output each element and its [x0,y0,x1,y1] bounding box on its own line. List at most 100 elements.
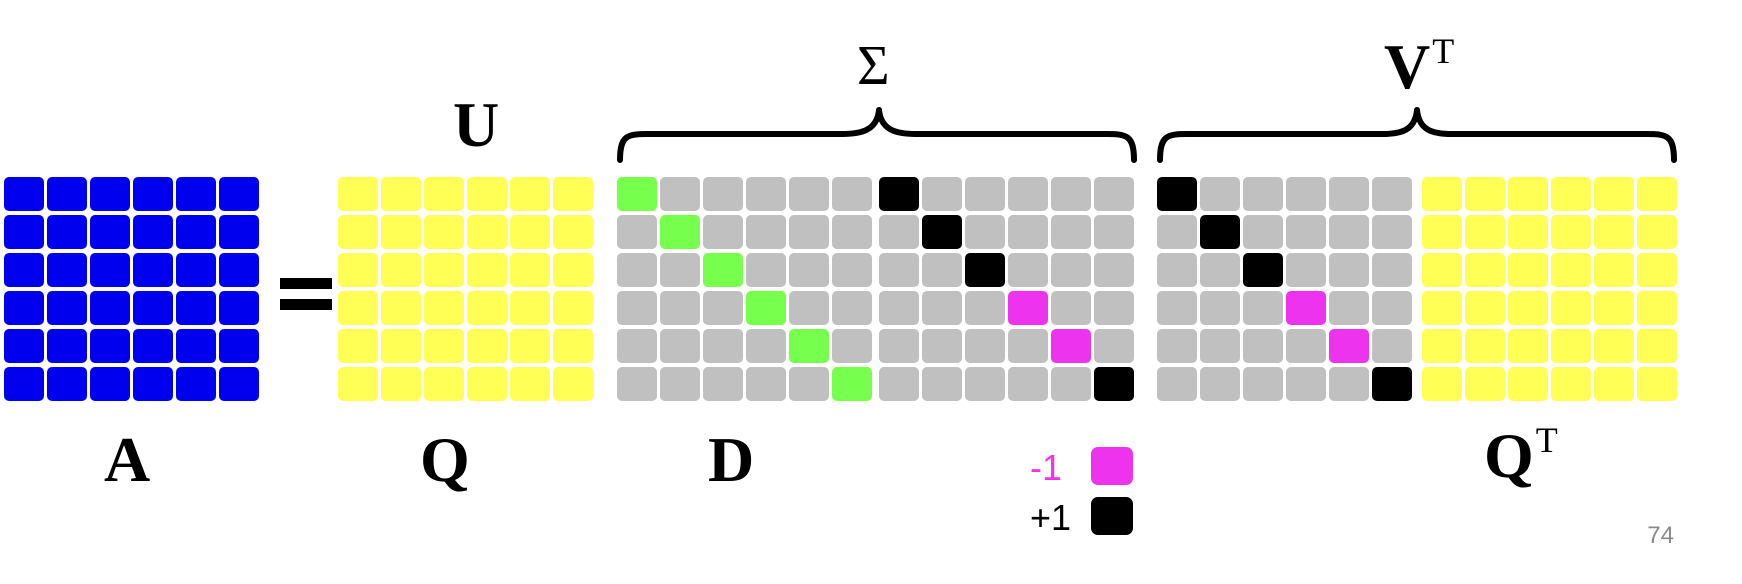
label-sigma: Σ [857,35,890,97]
matrix-A-cell [176,177,216,211]
matrix-D-cell [746,367,786,401]
matrix-sign-2-cell [1372,253,1412,287]
matrix-Q-cell [510,253,550,287]
matrix-sign-2-cell [1157,215,1197,249]
matrix-QT-cell [1551,329,1591,363]
matrix-D [617,177,875,405]
matrix-sign-1-cell [1008,329,1048,363]
matrix-sign-2-cell [1286,177,1326,211]
matrix-D-cell [832,291,872,325]
equals-sign [280,272,332,312]
matrix-QT-cell [1637,253,1677,287]
matrix-Q-cell [381,177,421,211]
matrix-sign-1-cell [965,367,1005,401]
matrix-D-cell [660,329,700,363]
matrix-A-cell [176,253,216,287]
matrix-Q-cell [381,329,421,363]
matrix-A-cell [47,215,87,249]
matrix-sign-1-cell [879,253,919,287]
matrix-A-cell [90,253,130,287]
matrix-D-cell [832,215,872,249]
matrix-QT-cell [1508,291,1548,325]
matrix-sign-2-cell [1243,177,1283,211]
matrix-D-cell [789,367,829,401]
matrix-QT-cell [1551,367,1591,401]
matrix-D-cell [832,253,872,287]
matrix-QT-cell [1551,253,1591,287]
matrix-sign-1-cell [922,367,962,401]
matrix-A-cell [133,253,173,287]
matrix-sign-1-cell [879,177,919,211]
matrix-Q-cell [338,367,378,401]
matrix-sign-2-cell [1157,177,1197,211]
matrix-sign-1-cell [1008,177,1048,211]
matrix-Q-cell [510,367,550,401]
matrix-sign-1-cell [879,291,919,325]
matrix-sign-1-cell [879,329,919,363]
matrix-D-cell [703,253,743,287]
matrix-Q-cell [381,367,421,401]
matrix-QT-cell [1422,367,1462,401]
matrix-Q-cell [338,215,378,249]
matrix-sign-2-cell [1286,215,1326,249]
matrix-sign-1-cell [1008,253,1048,287]
matrix-D-cell [617,215,657,249]
matrix-A-cell [90,177,130,211]
matrix-sign-2-cell [1243,253,1283,287]
matrix-sign-1-cell [1094,291,1134,325]
matrix-D-cell [746,177,786,211]
matrix-Q-cell [424,291,464,325]
matrix-sign-1-cell [1008,291,1048,325]
label-Q-transpose: QT [1484,422,1558,488]
matrix-D-cell [617,291,657,325]
matrix-A-cell [219,253,259,287]
matrix-Q-cell [553,291,593,325]
matrix-Q-cell [510,329,550,363]
matrix-sign-1-cell [1008,215,1048,249]
matrix-QT-cell [1465,177,1505,211]
label-Q: Q [420,424,470,495]
matrix-A-cell [176,215,216,249]
matrix-sign-1-cell [1051,367,1091,401]
matrix-sign-2-cell [1157,253,1197,287]
matrix-QT [1422,177,1680,405]
matrix-sign-1-cell [1094,177,1134,211]
matrix-A-cell [219,177,259,211]
matrix-Q-cell [381,291,421,325]
label-V-sup: T [1432,31,1455,71]
matrix-QT-cell [1465,253,1505,287]
matrix-sign-1-cell [1051,177,1091,211]
matrix-sign-1-cell [1008,367,1048,401]
matrix-sign-1-cell [965,177,1005,211]
matrix-QT-cell [1594,253,1634,287]
label-V-transpose: VT [1384,33,1454,99]
matrix-sign-2-cell [1329,215,1369,249]
matrix-sign-1-cell [1094,367,1134,401]
matrix-sign-1-cell [965,329,1005,363]
matrix-QT-cell [1422,291,1462,325]
label-QT-base: Q [1484,420,1534,491]
matrix-QT-cell [1551,177,1591,211]
matrix-sign-2-cell [1157,329,1197,363]
matrix-QT-cell [1465,291,1505,325]
matrix-Q-cell [338,329,378,363]
matrix-Q-cell [510,291,550,325]
matrix-A-cell [133,177,173,211]
matrix-D-cell [703,329,743,363]
matrix-QT-cell [1551,291,1591,325]
page-number: 74 [1647,522,1674,549]
matrix-D-cell [789,215,829,249]
matrix-QT-cell [1551,215,1591,249]
matrix-D-cell [703,177,743,211]
matrix-Q [338,177,596,405]
matrix-Q-cell [553,253,593,287]
matrix-A-cell [219,367,259,401]
matrix-QT-cell [1637,215,1677,249]
matrix-sign-1-cell [965,215,1005,249]
matrix-sign-2-cell [1372,329,1412,363]
matrix-sign-2-cell [1200,367,1240,401]
matrix-A-cell [176,329,216,363]
matrix-sign-2-cell [1243,291,1283,325]
label-QT-sup: T [1535,420,1558,460]
matrix-sign-2-cell [1286,253,1326,287]
